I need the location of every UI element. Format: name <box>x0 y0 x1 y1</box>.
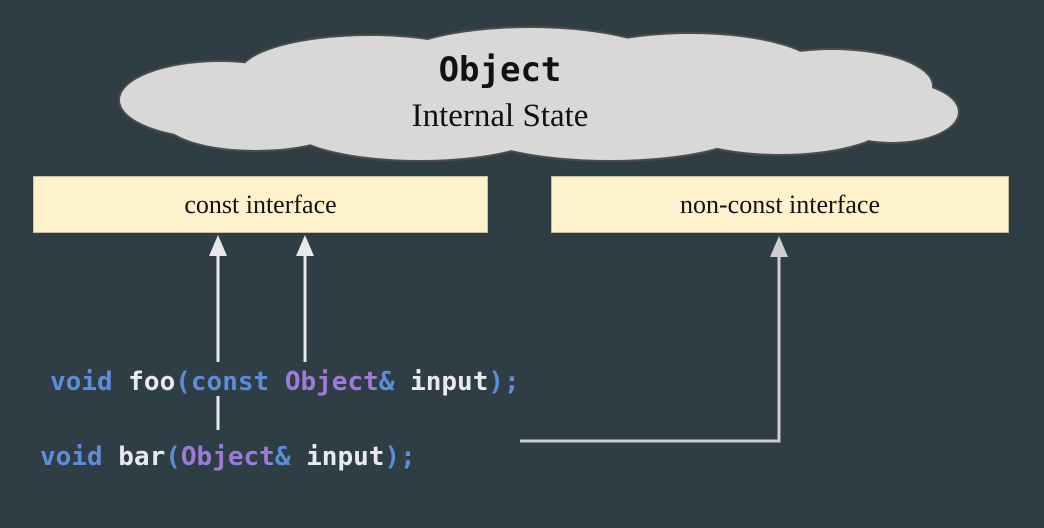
code-line-foo: void foo(const Object& input); <box>50 367 520 397</box>
const-interface-label: const interface <box>184 189 337 219</box>
code-token: ( <box>175 367 191 397</box>
code-token: Object <box>180 442 275 472</box>
code-token <box>269 367 285 397</box>
cloud-title-object: Object <box>438 50 562 90</box>
code-token: void <box>40 442 103 472</box>
code-token <box>394 367 410 397</box>
const-interface-box: const interface <box>33 176 488 233</box>
code-token: input <box>306 442 385 472</box>
code-line-bar: void bar(Object& input); <box>40 442 416 472</box>
code-token: ( <box>165 442 181 472</box>
code-token: input <box>410 367 489 397</box>
code-token <box>113 367 129 397</box>
code-token: foo <box>128 367 176 397</box>
nonconst-interface-box: non-const interface <box>551 176 1009 233</box>
cloud-title-internal-state: Internal State <box>411 98 589 134</box>
code-token: ); <box>384 442 416 472</box>
code-token: void <box>50 367 113 397</box>
code-token: const <box>190 367 270 397</box>
code-token: Object <box>284 367 379 397</box>
code-token <box>290 442 306 472</box>
arrow-bar-to-nonconst-interface <box>520 236 788 443</box>
code-token <box>103 442 119 472</box>
code-token: & <box>274 442 291 472</box>
code-token: ); <box>488 367 520 397</box>
nonconst-interface-label: non-const interface <box>680 189 880 219</box>
cloud-shape <box>118 26 960 162</box>
arrow-foo-to-const-interface <box>296 235 314 362</box>
code-token: bar <box>118 442 166 472</box>
code-token: & <box>378 367 395 397</box>
arrow-bar-to-const-interface <box>209 235 227 430</box>
